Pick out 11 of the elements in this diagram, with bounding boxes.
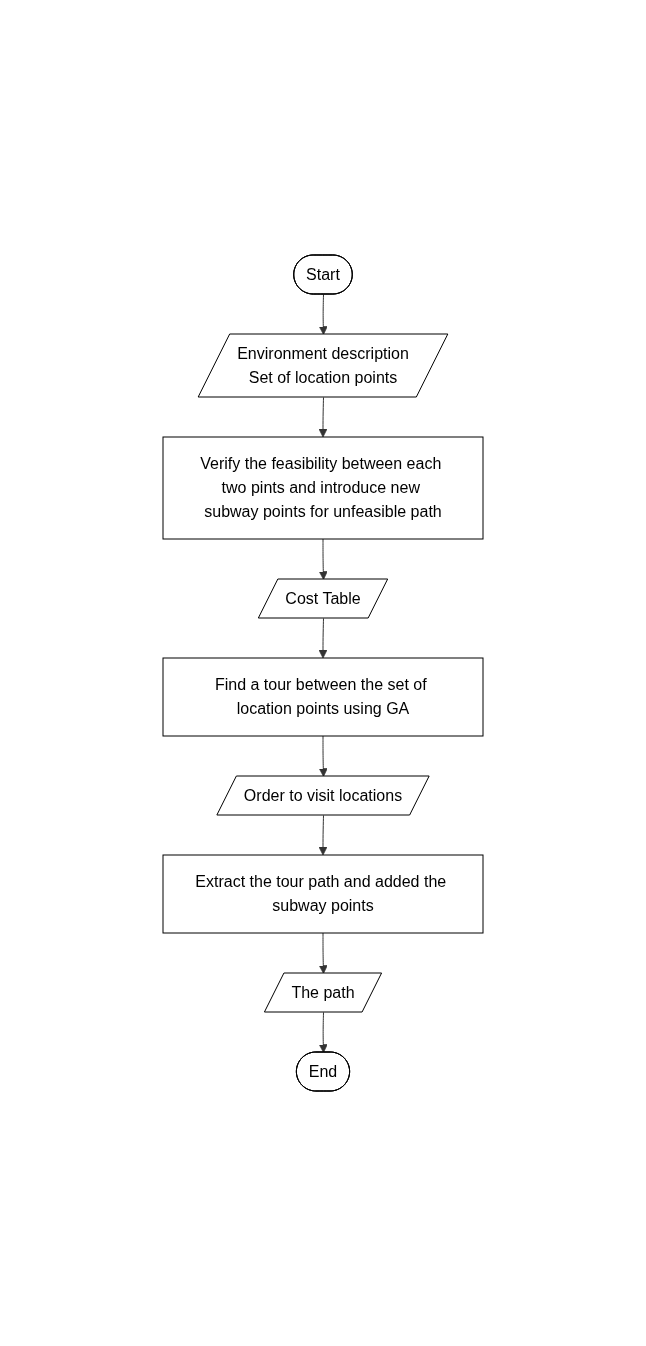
arrow [318,618,328,659]
node-box: Verify the feasibility between each two pints and introduce new subway points for unfeasible path [162,436,484,540]
arrow [318,932,328,974]
node-box: Extract the tour path and added the subway points [162,854,484,934]
arrow [318,1012,328,1053]
arrow [318,735,328,777]
arrow [318,294,328,335]
arrow [318,538,328,580]
arrow [318,397,328,438]
node-box: Find a tour between the set of location points using GA [162,657,484,737]
arrow [318,815,328,856]
